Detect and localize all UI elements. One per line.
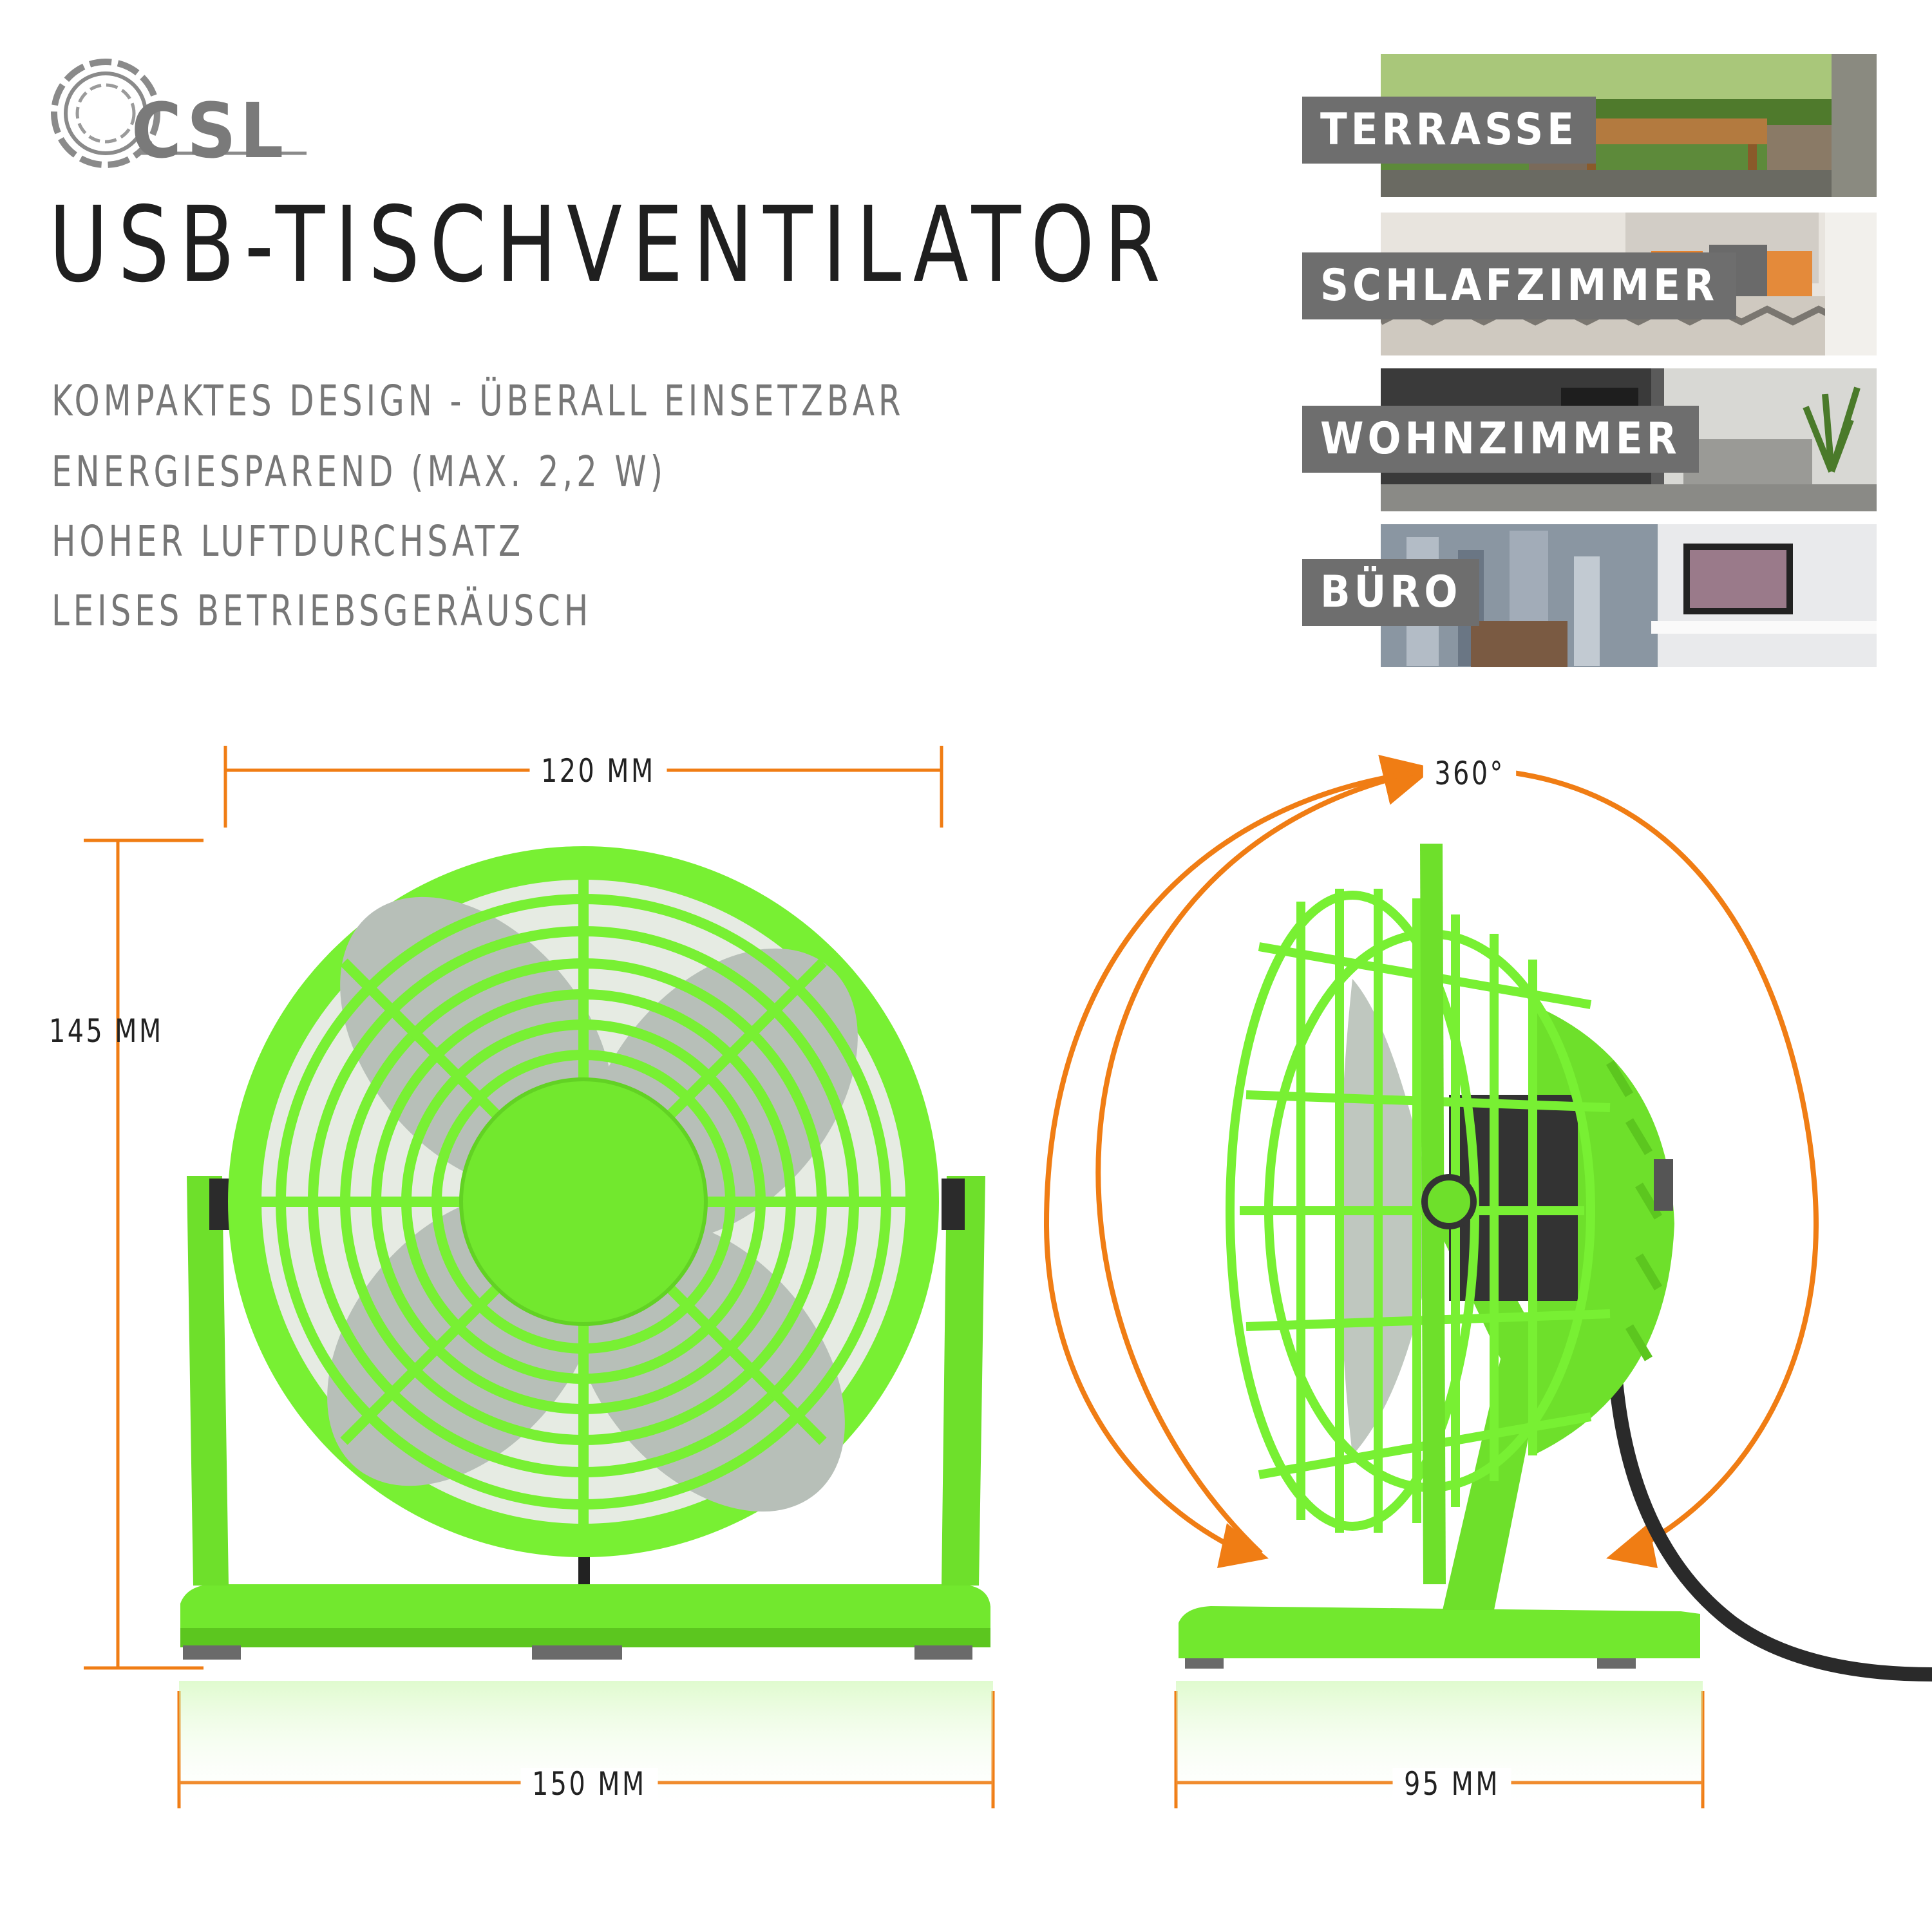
page-title: USB-TISCHVENTILATOR xyxy=(49,185,1171,306)
room-label-buero: BÜRO xyxy=(1302,559,1480,626)
rotation-arrow-icon xyxy=(1044,755,1819,1568)
room-label-wohnzimmer: WOHNZIMMER xyxy=(1302,406,1699,473)
brand-name: CSL xyxy=(131,86,288,175)
dimension-base-width: 150 MM xyxy=(520,1768,658,1800)
csl-logo-icon xyxy=(51,59,307,168)
feature-compact: KOMPAKTES DESIGN - ÜBERALL EINSETZBAR xyxy=(52,376,905,426)
feature-quiet: LEISES BETRIEBSGERÄUSCH xyxy=(52,586,592,636)
fan-front-view xyxy=(179,846,993,1810)
feature-energy: ENERGIESPAREND (MAX. 2,2 W) xyxy=(52,447,667,497)
dimension-front-width: 120 MM xyxy=(529,755,667,787)
fan-side-view xyxy=(1176,844,1932,1810)
room-label-schlafzimmer: SCHLAFZIMMER xyxy=(1302,252,1737,319)
dimension-rotation: 360° xyxy=(1423,757,1517,790)
csl-logo: CSL xyxy=(49,52,307,174)
feature-airflow: HOHER LUFTDURCHSATZ xyxy=(52,516,525,566)
dimension-height: 145 MM xyxy=(49,1012,164,1050)
dimension-depth: 95 MM xyxy=(1392,1768,1511,1800)
room-label-terrasse: TERRASSE xyxy=(1302,97,1596,164)
